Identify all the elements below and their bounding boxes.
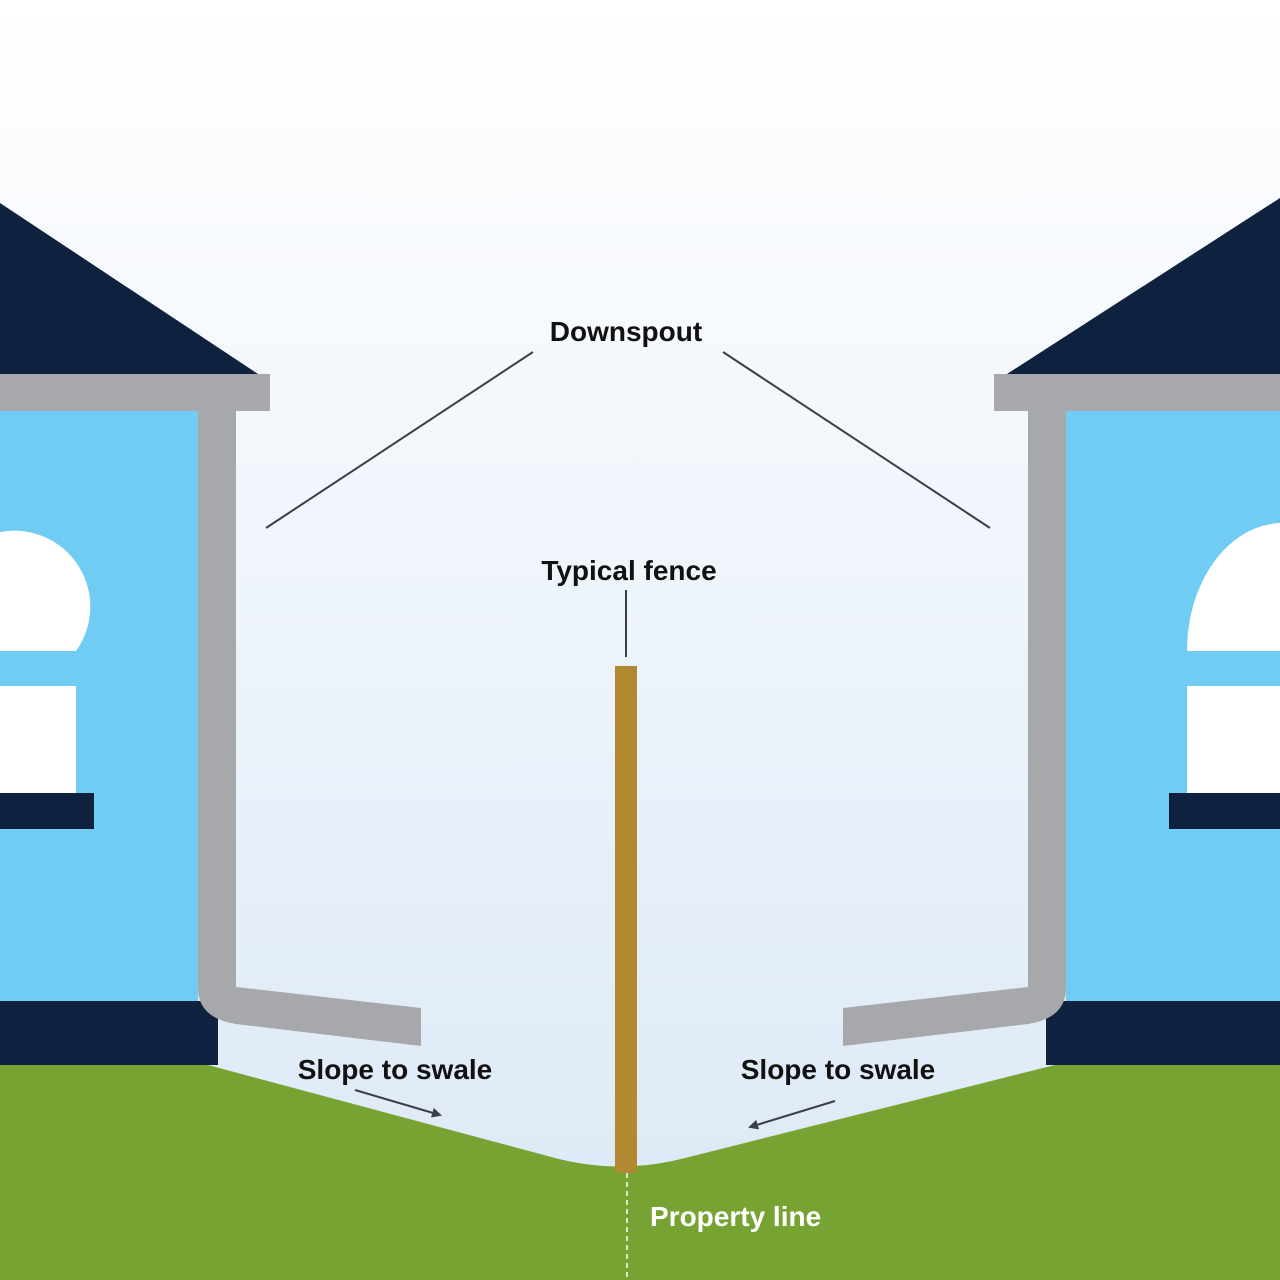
property-line-label: Property line [650,1201,821,1232]
right-roof [1007,198,1280,374]
slope-arrow-right [748,1100,836,1130]
left-roof [0,203,258,374]
slope-label-left: Slope to swale [298,1054,493,1085]
right-gutter [994,374,1280,411]
left-window-arch [0,530,91,651]
left-gutter [0,374,270,411]
fence-post [615,666,637,1173]
left-downspout [198,411,421,1046]
slope-label-right: Slope to swale [741,1054,936,1085]
left-window-pane [0,686,76,793]
slope-arrow-left [354,1089,442,1118]
left-window [0,530,94,829]
right-window-sill [1169,793,1280,829]
downspout-leader-left [265,351,534,529]
downspout-leader-right [722,351,991,529]
right-window-pane [1187,686,1280,793]
right-house [843,198,1280,1065]
typical-fence-label: Typical fence [541,555,716,586]
ground-swale [0,1065,1280,1280]
right-window-arch [1187,523,1280,651]
left-house [0,203,421,1065]
downspout-label: Downspout [550,316,702,347]
right-downspout [843,411,1066,1046]
left-foundation [0,1001,218,1065]
left-window-sill [0,793,94,829]
right-foundation [1046,1001,1280,1065]
right-window [1169,523,1280,829]
